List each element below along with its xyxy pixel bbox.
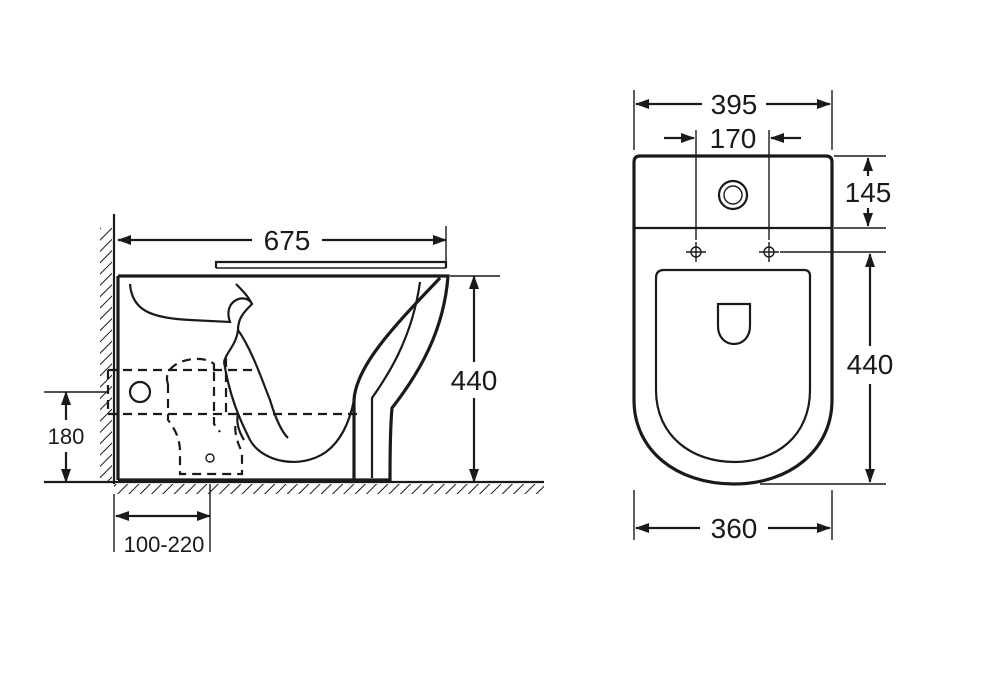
dim-wall-offset: 100-220 [113,484,211,557]
wall [100,214,116,484]
dim-height: 440 [392,275,500,483]
top-outline [632,154,834,486]
dim-bowl-length: 440 [760,251,894,485]
dim-label-440-top: 440 [847,349,894,380]
dim-tank-depth: 145 [834,155,892,229]
fixing-point-right [759,242,779,262]
dim-overall-length: 675 [117,225,447,262]
toilet-body [116,274,450,482]
dim-label-675: 675 [264,225,311,256]
flush-button [717,179,749,211]
dim-label-360: 360 [711,513,758,544]
top-view: 395 170 145 440 [632,89,894,544]
seat [654,268,812,464]
fixing-point-left [686,242,706,262]
floor [44,480,544,494]
outlet-pipe-dashed [106,357,360,476]
dim-label-100-220: 100-220 [124,532,205,557]
dim-label-395: 395 [711,89,758,120]
dim-label-440-side: 440 [451,365,498,396]
dim-outlet-height: 180 [44,391,108,483]
side-view: 675 440 180 100-220 [44,214,544,557]
dim-label-145: 145 [845,177,892,208]
seat-lid [214,260,448,269]
dim-label-170: 170 [710,123,757,154]
dim-label-180: 180 [48,424,85,449]
dim-fixing-spacing: 170 [664,123,801,240]
dim-overall-width: 395 [633,89,833,150]
dim-bowl-width: 360 [633,490,833,544]
